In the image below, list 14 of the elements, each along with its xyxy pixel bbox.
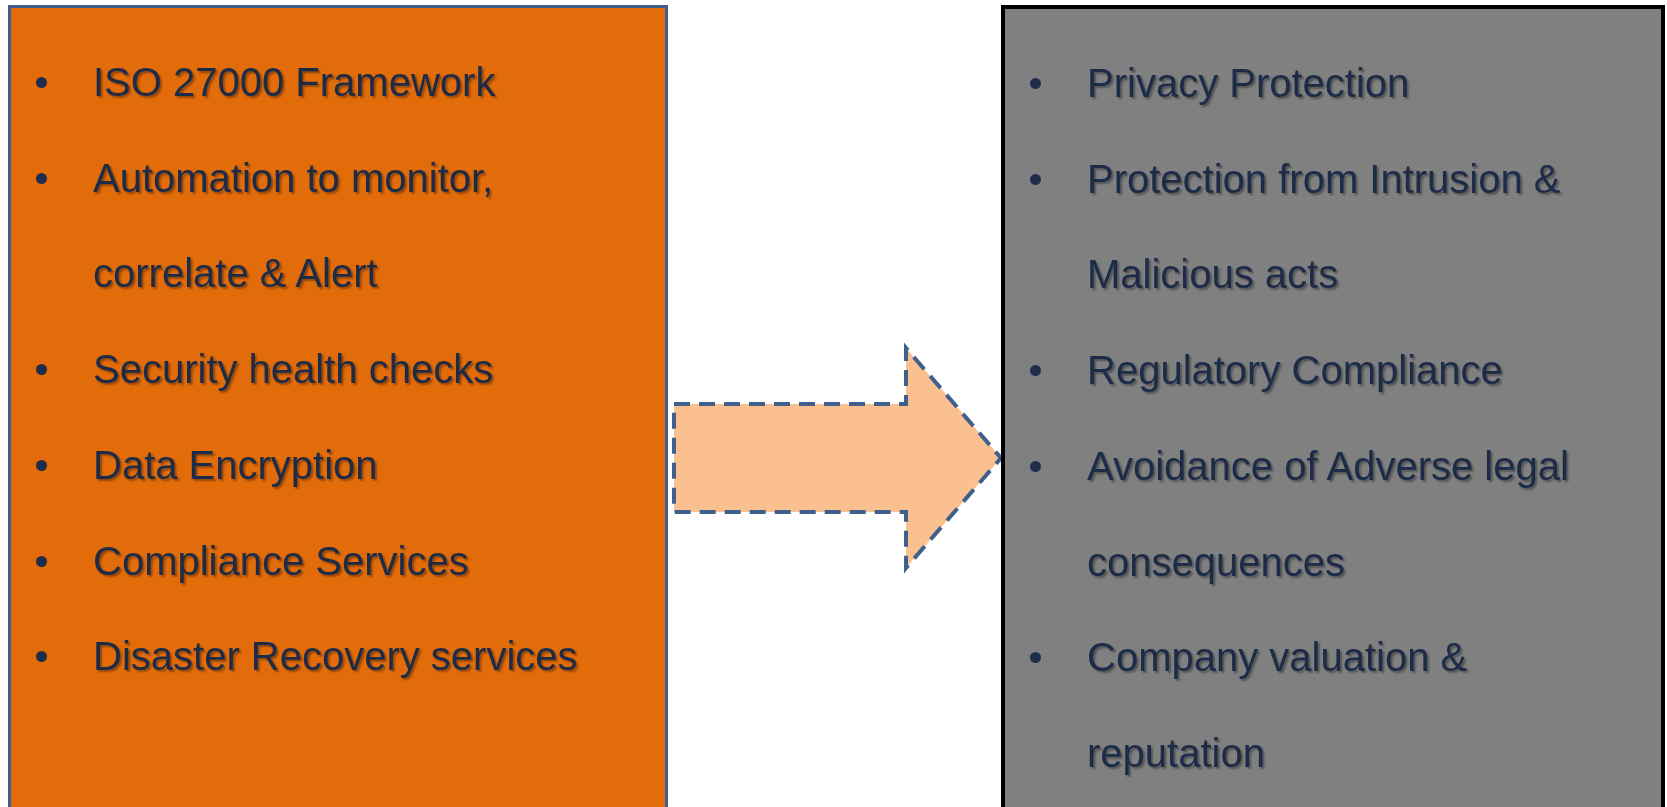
text-panel (1001, 5, 1665, 807)
block-arrow (672, 342, 1004, 574)
list-item-text: Company valuation & reputation (1087, 634, 1469, 777)
list-item-text: Avoidance of Adverse legal consequences (1087, 442, 1570, 586)
list-item-text: Security health checks (93, 346, 495, 394)
list-item-text: Automation to monitor, correlate & Alert (93, 154, 495, 298)
text-panel (8, 5, 668, 807)
list-item-text: Data Encryption (93, 441, 379, 489)
list-item-text: Privacy Protection (1087, 60, 1411, 107)
list-item-text: Disaster Recovery services (93, 633, 579, 681)
list-item-text: Compliance Services (93, 537, 470, 585)
list-item-text: Regulatory Compliance (1087, 347, 1504, 395)
list-item-text: ISO 27000 Framework (93, 59, 497, 106)
list-item-text: Protection from Intrusion & Malicious acts (1087, 155, 1562, 299)
